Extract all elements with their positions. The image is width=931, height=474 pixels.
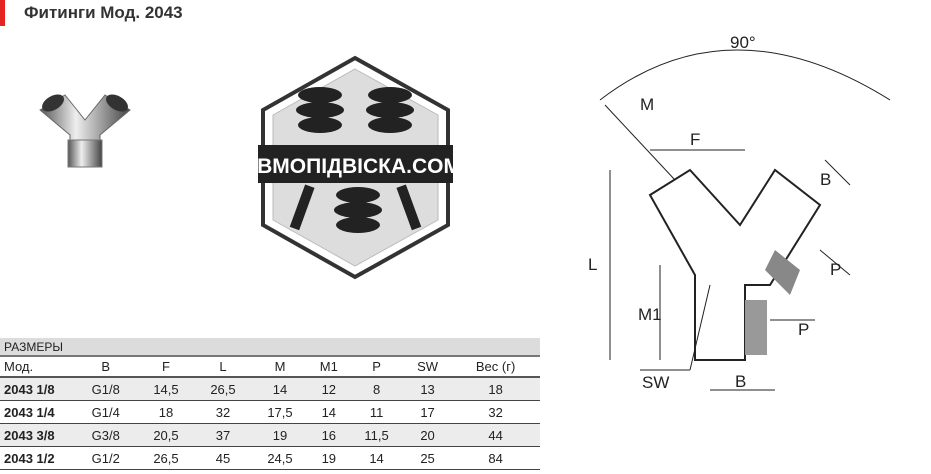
technical-drawing: 90° M F L M1 B P P SW B bbox=[588, 33, 891, 392]
table-cell: 18 bbox=[451, 377, 540, 401]
table-cell: 14 bbox=[251, 377, 309, 401]
dim-p-side: P bbox=[830, 260, 841, 279]
logo-text: ПНЕВМОПІДВІСКА.COM.UA bbox=[258, 155, 453, 178]
dim-f: F bbox=[690, 130, 700, 149]
col-header: L bbox=[194, 356, 252, 378]
table-cell: 19 bbox=[308, 446, 350, 470]
table-cell: 45 bbox=[194, 446, 252, 470]
table-cell: G3/8 bbox=[74, 423, 138, 447]
table-cell: 24,5 bbox=[251, 446, 309, 470]
col-header: M bbox=[251, 356, 309, 378]
table-cell: 26,5 bbox=[194, 377, 252, 401]
col-header: B bbox=[74, 356, 138, 378]
dim-p: P bbox=[798, 320, 809, 339]
table-cell: 19 bbox=[251, 423, 309, 447]
dim-b-top: B bbox=[820, 170, 831, 189]
table-cell: G1/4 bbox=[74, 400, 138, 424]
col-header: Вес (г) bbox=[451, 356, 540, 378]
table-cell: 20 bbox=[403, 423, 452, 447]
table-cell: 84 bbox=[451, 446, 540, 470]
col-header: Мод. bbox=[0, 356, 74, 378]
col-header: M1 bbox=[308, 356, 350, 378]
table-cell: 14 bbox=[349, 446, 404, 470]
table-cell: 17,5 bbox=[251, 400, 309, 424]
table-cell: 2043 1/4 bbox=[0, 400, 74, 424]
table-cell: 2043 1/8 bbox=[0, 377, 74, 401]
table-cell: 11,5 bbox=[349, 423, 404, 447]
table-cell: 12 bbox=[308, 377, 350, 401]
dim-b: B bbox=[735, 372, 746, 391]
table-cell: 20,5 bbox=[137, 423, 195, 447]
table-cell: 14,5 bbox=[137, 377, 195, 401]
table-cell: 8 bbox=[349, 377, 404, 401]
site-logo: ПНЕВМОПІДВІСКА.COM.UA bbox=[258, 55, 453, 280]
table-section-title: РАЗМЕРЫ bbox=[0, 338, 540, 357]
table-cell: 25 bbox=[403, 446, 452, 470]
table-cell: 16 bbox=[308, 423, 350, 447]
table-cell: 17 bbox=[403, 400, 452, 424]
table-cell: G1/8 bbox=[74, 377, 138, 401]
table-cell: 11 bbox=[349, 400, 404, 424]
table-cell: 32 bbox=[451, 400, 540, 424]
table-cell: 37 bbox=[194, 423, 252, 447]
table-cell: 2043 1/2 bbox=[0, 446, 74, 470]
col-header: P bbox=[349, 356, 404, 378]
dim-m: M bbox=[640, 95, 654, 114]
col-header: F bbox=[137, 356, 195, 378]
table-cell: G1/2 bbox=[74, 446, 138, 470]
table-cell: 26,5 bbox=[137, 446, 195, 470]
table-cell: 13 bbox=[403, 377, 452, 401]
title-accent bbox=[0, 0, 5, 26]
dim-m1: M1 bbox=[638, 305, 662, 324]
page-title: Фитинги Мод. 2043 bbox=[24, 3, 183, 22]
table-cell: 18 bbox=[137, 400, 195, 424]
table-cell: 2043 3/8 bbox=[0, 423, 74, 447]
table-cell: 44 bbox=[451, 423, 540, 447]
col-header: SW bbox=[403, 356, 452, 378]
table-cell: 32 bbox=[194, 400, 252, 424]
table-cell: 14 bbox=[308, 400, 350, 424]
dim-l: L bbox=[588, 255, 597, 274]
fitting-photo bbox=[39, 94, 131, 168]
dim-sw: SW bbox=[642, 373, 669, 392]
angle-label: 90° bbox=[730, 33, 756, 52]
